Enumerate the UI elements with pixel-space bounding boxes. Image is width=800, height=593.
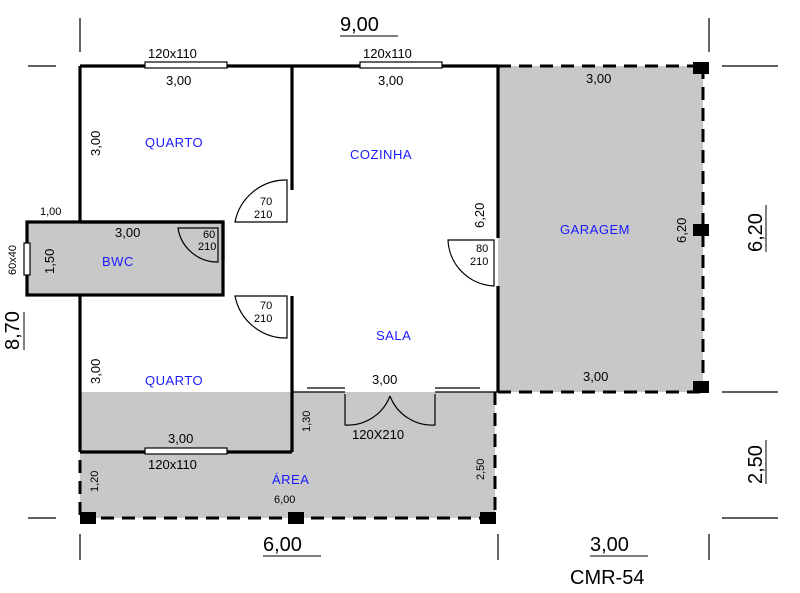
dim-area-right: 2,50 xyxy=(475,459,487,480)
door-quarto-bottom-h: 210 xyxy=(254,313,272,325)
room-label-bwc: BWC xyxy=(102,254,134,269)
dim-bwc-side: 1,50 xyxy=(42,249,57,274)
door-main: 120X210 xyxy=(352,427,404,442)
dim-area-top-side: 1,30 xyxy=(301,411,313,432)
dim-cozinha-width: 3,00 xyxy=(378,73,403,88)
room-label-area: ÁREA xyxy=(272,472,309,487)
door-sala-cozinha-w: 80 xyxy=(476,243,488,255)
dim-bottom-right: 3,00 xyxy=(590,534,629,556)
door-bwc-w: 60 xyxy=(203,229,215,241)
door-quarto-top-h: 210 xyxy=(254,209,272,221)
dim-bwc-ext: 1,00 xyxy=(40,206,61,218)
room-label-sala: SALA xyxy=(376,328,411,343)
dim-area-left: 1,20 xyxy=(89,471,101,492)
bwc-area xyxy=(27,222,223,295)
dim-garagem-bottom: 3,00 xyxy=(583,369,608,384)
dim-garagem-top: 3,00 xyxy=(586,71,611,86)
dim-right-bottom: 2,50 xyxy=(745,445,767,484)
dim-total-depth: 8,70 xyxy=(2,311,24,350)
doors xyxy=(177,179,495,426)
windows xyxy=(23,61,443,455)
door-quarto-top-w: 70 xyxy=(260,196,272,208)
area-patio xyxy=(80,392,495,518)
dim-area-width: 6,00 xyxy=(274,494,295,506)
dashed-edges xyxy=(78,64,705,520)
door-bwc-h: 210 xyxy=(198,241,216,253)
dim-quarto-top-width: 3,00 xyxy=(166,73,191,88)
window-label-bwc: 60x40 xyxy=(7,245,19,275)
dim-quarto-top-side: 3,00 xyxy=(88,131,103,156)
garagem-area xyxy=(498,66,703,392)
pillars xyxy=(80,62,709,524)
door-quarto-bottom-w: 70 xyxy=(260,300,272,312)
room-label-cozinha: COZINHA xyxy=(350,147,412,162)
dim-right-top: 6,20 xyxy=(745,213,767,252)
dim-bottom-left: 6,00 xyxy=(263,534,302,556)
dim-quarto-bottom-width: 3,00 xyxy=(168,431,193,446)
window-label-quarto-top: 120x110 xyxy=(148,46,197,61)
window-label-quarto-bottom: 120x110 xyxy=(148,457,197,472)
room-label-garagem: GARAGEM xyxy=(560,222,630,237)
room-label-quarto-top: QUARTO xyxy=(145,135,203,150)
window-label-cozinha: 120x110 xyxy=(363,46,412,61)
dim-garagem-side: 6,20 xyxy=(674,218,689,243)
dimension-lines xyxy=(23,18,778,560)
dim-sala-width: 3,00 xyxy=(372,372,397,387)
dim-bwc-width: 3,00 xyxy=(115,225,140,240)
plan-code: CMR-54 xyxy=(570,567,644,589)
door-sala-cozinha-h: 210 xyxy=(470,256,488,268)
dim-quarto-bottom-side: 3,00 xyxy=(88,359,103,384)
dim-total-width: 9,00 xyxy=(340,14,379,36)
room-label-quarto-bottom: QUARTO xyxy=(145,373,203,388)
dim-cozinha-side: 6,20 xyxy=(472,203,487,228)
